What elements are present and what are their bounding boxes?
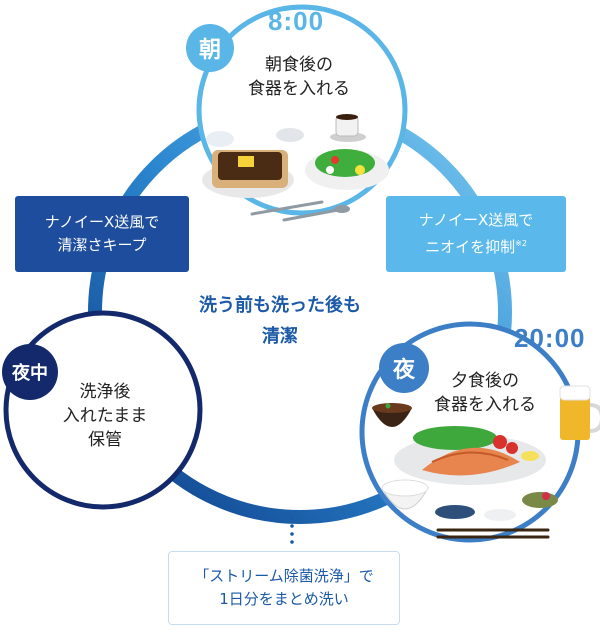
morning-time-label: 8:00	[268, 6, 325, 36]
morning-badge: 朝	[186, 24, 234, 72]
center-line2: 清潔	[262, 326, 298, 347]
side-dish-icon	[435, 492, 558, 521]
left-box-line2: 清潔さキープ	[57, 236, 147, 254]
left-info-box: ナノイーX送風で 清潔さキープ	[15, 196, 189, 272]
night-line2: 入れたまま	[62, 406, 148, 426]
salad-plate-icon	[305, 149, 389, 190]
center-caption: 洗う前も洗った後も 清潔	[160, 290, 400, 352]
evening-line2: 食器を入れる	[434, 395, 536, 415]
footnote-mark: ※2	[515, 239, 527, 248]
morning-line1: 朝食後の	[265, 55, 333, 75]
chopsticks-icon	[436, 528, 550, 539]
breakfast-plate-icon	[202, 128, 304, 198]
right-box-line2-text: ニオイを抑制	[425, 238, 516, 256]
bottom-box-line2: 1日分をまとめ洗い	[219, 590, 349, 608]
morning-step-text: 朝食後の 食器を入れる	[214, 53, 384, 101]
evening-badge: 夜	[379, 343, 429, 393]
night-line1: 洗浄後	[79, 382, 131, 402]
right-box-line1: ナノイーX送風で	[418, 211, 534, 229]
night-badge: 夜中	[2, 344, 58, 400]
morning-line2: 食器を入れる	[248, 79, 350, 99]
dinner-fish-plate-icon	[394, 426, 546, 485]
right-info-box: ナノイーX送風で ニオイを抑制※2	[386, 196, 566, 272]
left-box-line1: ナノイーX送風で	[44, 213, 160, 231]
coffee-cup-icon	[330, 114, 366, 142]
beer-mug-icon	[559, 385, 600, 440]
miso-soup-bowl-icon	[372, 403, 412, 427]
rice-bowl-icon	[381, 479, 429, 510]
night-step-text: 洗浄後 入れたまま 保管	[40, 380, 170, 452]
evening-time-label: 20:00	[514, 323, 586, 353]
night-line3: 保管	[88, 430, 122, 450]
center-line1: 洗う前も洗った後も	[199, 295, 361, 316]
dotted-connector	[290, 516, 294, 544]
bottom-info-box: 「ストリーム除菌洗浄」で 1日分をまとめ洗い	[168, 551, 400, 625]
right-box-line2: ニオイを抑制※2	[425, 232, 527, 259]
evening-step-text: 夕食後の 食器を入れる	[410, 369, 560, 417]
evening-line1: 夕食後の	[451, 371, 519, 391]
cutlery-icon	[250, 200, 350, 222]
bottom-box-line1: 「ストリーム除菌洗浄」で	[194, 567, 374, 585]
